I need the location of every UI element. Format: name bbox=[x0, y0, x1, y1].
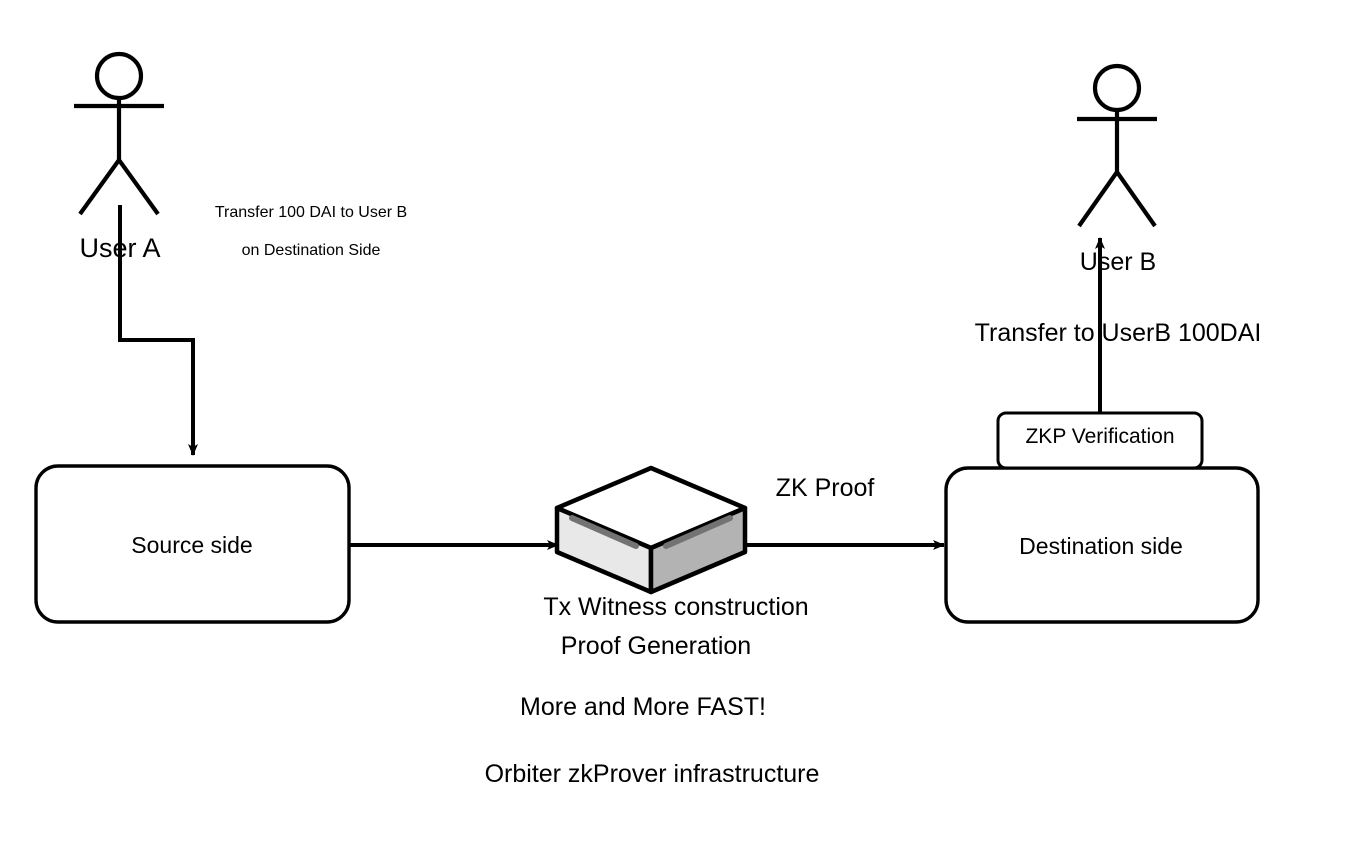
user-a-leg-right bbox=[117, 158, 160, 216]
user-b-leg-left bbox=[1077, 170, 1119, 228]
zk-proof-label: ZK Proof bbox=[775, 474, 875, 502]
user-a-head-icon bbox=[94, 51, 144, 101]
user-b-leg-right bbox=[1115, 170, 1157, 228]
prover-caption-line1: Tx Witness construction bbox=[543, 593, 809, 621]
user-a-leg-left bbox=[78, 158, 121, 216]
infrastructure-caption: Orbiter zkProver infrastructure bbox=[484, 760, 820, 788]
cube-right-stripe bbox=[663, 515, 733, 549]
user-a-figure bbox=[74, 51, 164, 216]
prover-cube-icon[interactable] bbox=[554, 465, 748, 595]
transfer-to-user-b-label: Transfer to UserB 100DAI bbox=[974, 319, 1262, 347]
cube-right-face bbox=[648, 505, 748, 595]
user-b-head-icon bbox=[1092, 63, 1142, 113]
edge-user-a-to-source bbox=[118, 205, 198, 456]
destination-side-label: Destination side bbox=[1019, 533, 1183, 559]
zkp-verification-label: ZKP Verification bbox=[1025, 425, 1175, 448]
source-side-box[interactable] bbox=[34, 464, 351, 624]
prover-caption-line2: Proof Generation bbox=[560, 632, 752, 660]
user-a-request-label-line2: on Destination Side bbox=[241, 242, 381, 259]
zkp-verification-box[interactable] bbox=[996, 411, 1204, 470]
user-a-request-label-line1: Transfer 100 DAI to User B bbox=[214, 204, 408, 221]
user-b-label: User B bbox=[1079, 248, 1157, 276]
source-side-label: Source side bbox=[131, 532, 253, 558]
speed-caption: More and More FAST! bbox=[520, 693, 766, 721]
user-b-figure bbox=[1077, 63, 1157, 228]
cube-left-stripe bbox=[569, 515, 639, 549]
user-a-label: User A bbox=[79, 233, 161, 263]
